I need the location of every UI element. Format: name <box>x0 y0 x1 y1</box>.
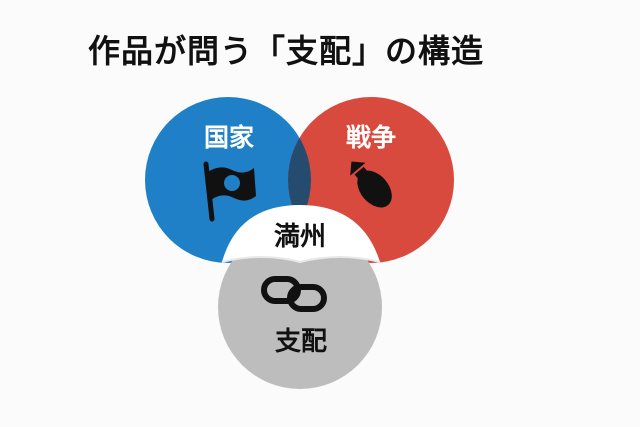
nation-label: 国家 <box>204 123 254 152</box>
center-overlap-shadow <box>221 256 381 264</box>
war-label: 戦争 <box>346 123 396 152</box>
diagram-title: 作品が問う「支配」の構造 <box>88 32 485 70</box>
center-label: 満州 <box>274 222 326 252</box>
bomb-icon <box>350 161 392 208</box>
center-overlap-region <box>222 205 380 262</box>
domination-label: 支配 <box>275 327 327 357</box>
flag-icon <box>203 161 256 222</box>
chain-link-icon <box>261 276 327 312</box>
